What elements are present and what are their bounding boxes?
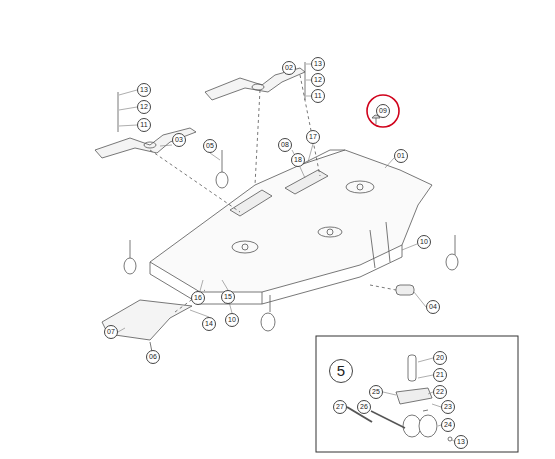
callout-number: 06 [146,350,160,364]
callout-number: 11 [311,89,325,103]
callout-number: 16 [191,291,205,305]
callout-number: 03 [172,133,186,147]
callout-number: 17 [306,130,320,144]
callout-number: 10 [225,313,239,327]
callout-number: 02 [282,61,296,75]
callout-number: 12 [311,73,325,87]
callout-number: 12 [137,100,151,114]
callout-number: 11 [137,118,151,132]
callout-number: 07 [104,325,118,339]
callout-number: 27 [333,400,347,414]
callout-number: 13 [137,83,151,97]
callout-number: 13 [311,57,325,71]
callout-number: 13 [454,435,468,449]
callout-number: 23 [441,400,455,414]
callout-number: 26 [357,400,371,414]
view-number: 5 [329,359,353,383]
callout-number: 04 [426,300,440,314]
callout-number: 10 [417,235,431,249]
callout-number: 15 [221,290,235,304]
callout-number: 05 [203,139,217,153]
callout-number: 01 [394,149,408,163]
callout-number: 24 [441,418,455,432]
callout-number: 08 [278,138,292,152]
callout-number: 25 [369,385,383,399]
callout-number: 20 [433,351,447,365]
callout-number: 18 [291,153,305,167]
callout-number: 22 [433,385,447,399]
callout-number: 09 [376,104,390,118]
callout-number: 21 [433,368,447,382]
callout-number: 14 [202,317,216,331]
